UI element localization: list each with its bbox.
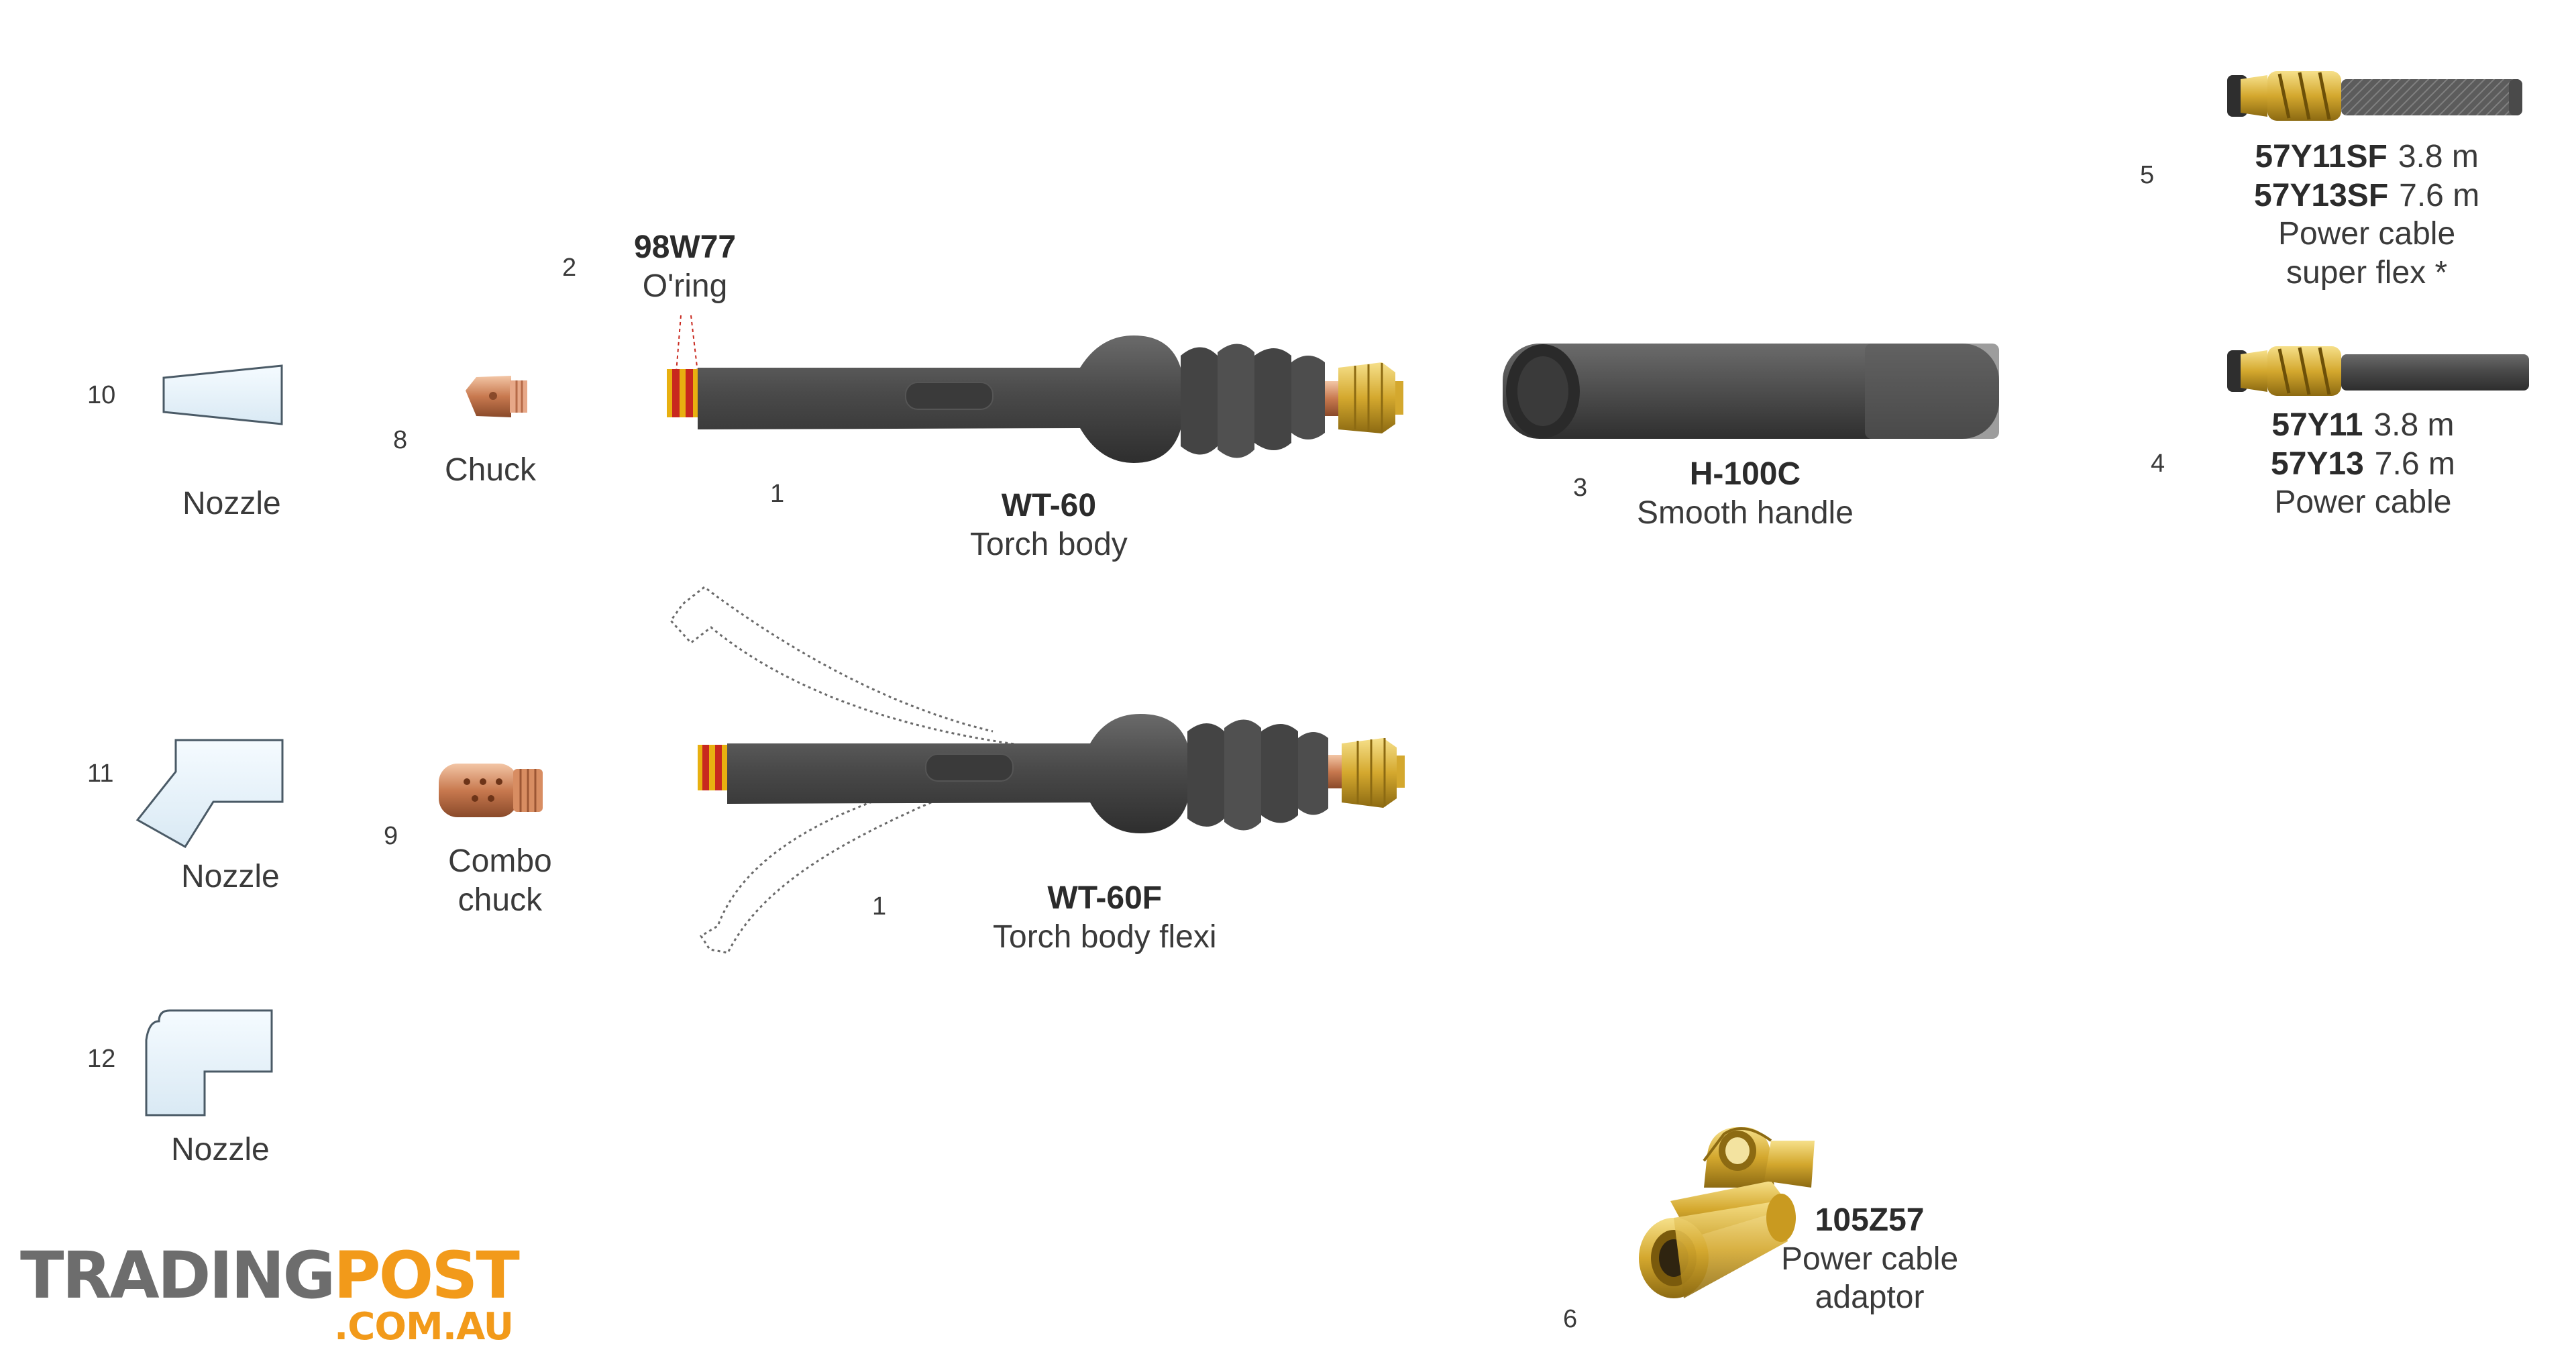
part-number-6: 6 [1563, 1305, 1578, 1333]
part-number-3: 3 [1573, 474, 1588, 502]
torch-body-label: WT-60 Torch body [970, 488, 1128, 562]
torch-body-flexi-label: WT-60F Torch body flexi [993, 880, 1217, 955]
combo-chuck-icon [439, 764, 543, 817]
torch-body-wt60f-icon [698, 714, 1405, 833]
tradingpost-logo: TRADINGPOST .COM.AU [20, 1238, 520, 1349]
part-number-1: 1 [770, 480, 785, 508]
combo-chuck-label: Combo chuck [448, 843, 552, 918]
torch-body-wt60-icon [667, 335, 1403, 463]
flexi-bend-outline [669, 586, 1020, 954]
power-cable-icon [2227, 346, 2529, 396]
oring-leader-lines [676, 315, 698, 373]
part-number-10: 10 [87, 381, 116, 409]
part-number-4: 4 [2151, 450, 2165, 478]
power-cable-adaptor-label: 105Z57 Power cable adaptor [1781, 1202, 1959, 1316]
nozzle-11-label: Nozzle [181, 859, 280, 894]
part-number-1-flexi: 1 [872, 892, 887, 921]
part-number-11: 11 [87, 760, 114, 788]
nozzle-12-icon [145, 1009, 273, 1116]
oring-label: 98W77 O'ring [634, 229, 737, 304]
power-cable-adaptor-icon [1639, 1127, 1815, 1298]
nozzle-10-icon [162, 364, 283, 425]
chuck-icon [466, 376, 527, 417]
nozzle-11-icon [136, 739, 284, 849]
smooth-handle-label: H-100C Smooth handle [1637, 456, 1854, 531]
part-number-5: 5 [2140, 161, 2155, 189]
power-cable-super-flex-icon [2227, 71, 2522, 121]
part-number-9: 9 [384, 822, 398, 850]
part-number-2: 2 [562, 254, 577, 282]
part-number-8: 8 [393, 426, 408, 454]
smooth-handle-icon [1503, 344, 1999, 439]
chuck-label: Chuck [445, 452, 537, 488]
part-number-12: 12 [87, 1045, 116, 1073]
nozzle-12-label: Nozzle [171, 1132, 270, 1167]
nozzle-10-label: Nozzle [182, 486, 281, 521]
